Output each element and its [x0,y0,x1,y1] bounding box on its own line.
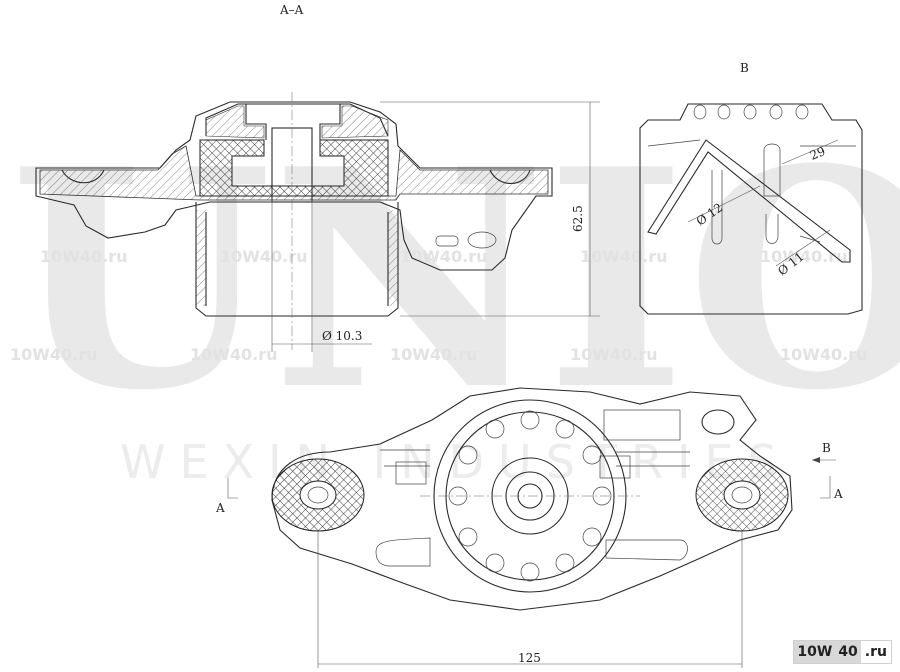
view-b-rib-edge [647,139,856,147]
watermark-brand: UNIO [10,103,900,456]
site-badge-part3: .ru [864,644,887,660]
side-hole [467,231,497,249]
watermark-tile: 10W40.ru [570,345,658,364]
watermark: UNIO WEXIN INDUSTRIES 10W40.ru 10W40.ru … [10,103,900,489]
dim-height-label: 62.5 [571,205,585,232]
view-b-outline [639,103,863,315]
watermark-subtitle: WEXIN INDUSTRIES [120,435,791,489]
view-b-detail-line [799,235,821,243]
view-b-slot-left [711,170,723,245]
ring-holes [448,410,612,582]
left-block [395,461,427,485]
left-window [375,537,431,567]
dim-bore-label: Ø 10.3 [322,329,362,343]
top-ear-hole [701,409,735,435]
dim-line-12 [687,185,761,223]
right-window [605,539,688,561]
watermark-tile: 10W40.ru [390,345,478,364]
watermark-tile: 10W40.ru [40,247,128,266]
section-marker-right [820,476,831,499]
flange-outline [35,101,553,271]
right-bolt-hole [723,480,761,510]
dim-125-label: 125 [518,651,541,665]
watermark-tile: 10W40.ru [190,345,278,364]
rib-lines [380,449,690,467]
view-b: B 29 Ø 12 Ø 11 [639,61,863,315]
top-window [603,409,681,441]
right-block [599,455,631,479]
plan-body-outline [271,387,793,611]
direction-marker-label: B [822,441,831,455]
flange-notch-left [61,169,105,184]
view-b-title: B [740,61,749,75]
side-slot [435,235,459,247]
section-marker-right-label: A [833,487,843,501]
view-b-slot-mid [763,143,781,197]
dim-line-11 [775,229,831,267]
site-badge-part2: 40 [835,641,861,663]
watermark-tile: 10W40.ru [400,247,488,266]
watermark-tile: 10W40.ru [220,247,308,266]
watermark-tile: 10W40.ru [780,345,868,364]
flange-notch-right [489,169,531,184]
direction-arrow-head [812,457,820,463]
dim-line-29 [781,139,839,165]
top-cap-hatch [205,105,389,139]
section-marker-left [227,478,238,499]
flange-hatch [39,145,549,201]
section-marker-left-label: A [215,501,225,515]
left-bolt-hole [299,480,337,510]
view-b-slot-right [765,214,779,244]
plan-view: A A B 125 [215,387,843,668]
section-view-a-a: A–A 62.5 Ø 10.3 [35,3,600,352]
section-title: A–A [279,3,304,17]
watermark-tile: 10W40.ru [760,247,848,266]
view-b-top-holes [693,104,809,120]
watermark-tile: 10W40.ru [580,247,668,266]
site-badge-part1: 10W [794,641,836,663]
dim-29-label: 29 [808,144,827,163]
rubber-insert [199,139,389,197]
view-b-rib [647,139,851,263]
watermark-tile: 10W40.ru [10,345,98,364]
